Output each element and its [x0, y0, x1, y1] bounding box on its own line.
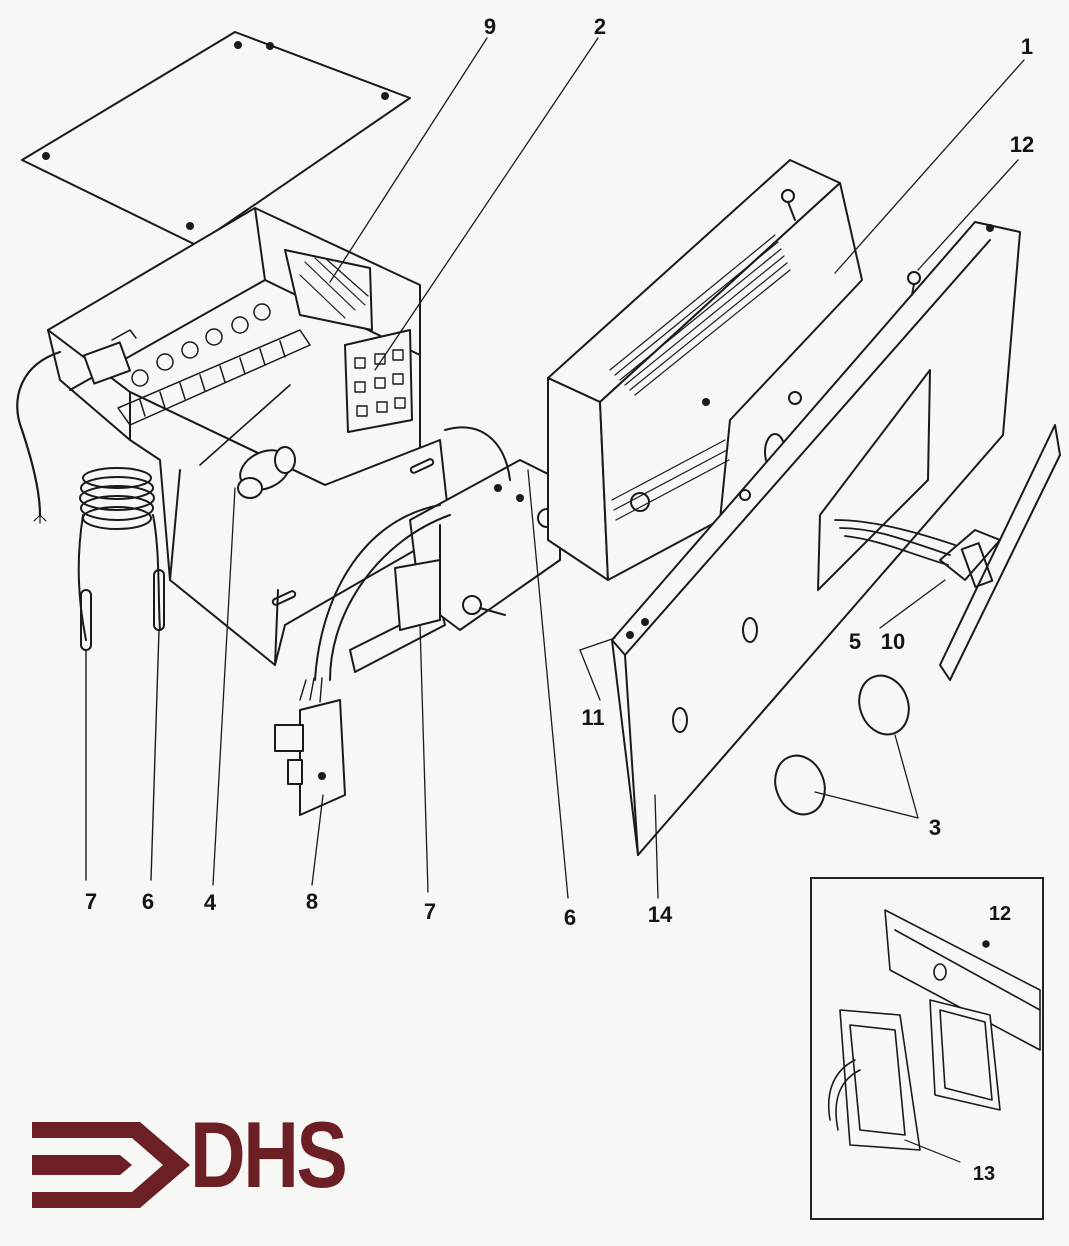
- callout-10: 10: [880, 629, 906, 654]
- callout-9: 9: [483, 14, 497, 39]
- callout-2: 2: [593, 14, 607, 39]
- inset-frame: [810, 877, 1044, 1220]
- callout-13: 13: [972, 1163, 996, 1185]
- callout-14: 14: [647, 902, 673, 927]
- control-assembly: [314, 426, 601, 681]
- display-module: [834, 424, 1061, 681]
- power-cable: [16, 350, 62, 517]
- callout-3: 3: [928, 815, 942, 840]
- circuit-board: [274, 677, 346, 816]
- callout-12: 12: [1009, 132, 1035, 157]
- cover-plate: [21, 31, 411, 246]
- callout-7-center: 7: [423, 899, 437, 924]
- thermostat-probes: [77, 467, 165, 881]
- callout-8: 8: [305, 889, 319, 914]
- callout-11: 11: [581, 705, 605, 730]
- front-panel: [611, 221, 1021, 856]
- logo-mark: [32, 1122, 190, 1208]
- callout-1: 1: [1020, 34, 1034, 59]
- callout-6-left: 6: [141, 889, 155, 914]
- callout-4: 4: [203, 890, 217, 915]
- control-knobs: [774, 674, 910, 816]
- rear-housing: [547, 159, 863, 581]
- leader-lines: [212, 37, 1025, 899]
- inset-detail: [828, 909, 1041, 1163]
- callout-12-inset: 12: [988, 903, 1012, 925]
- main-chassis: [47, 207, 451, 666]
- callout-5: 5: [848, 629, 862, 654]
- callout-6-center: 6: [563, 905, 577, 930]
- callout-7-left: 7: [84, 889, 98, 914]
- dhs-logo-text: DHS: [190, 1102, 348, 1207]
